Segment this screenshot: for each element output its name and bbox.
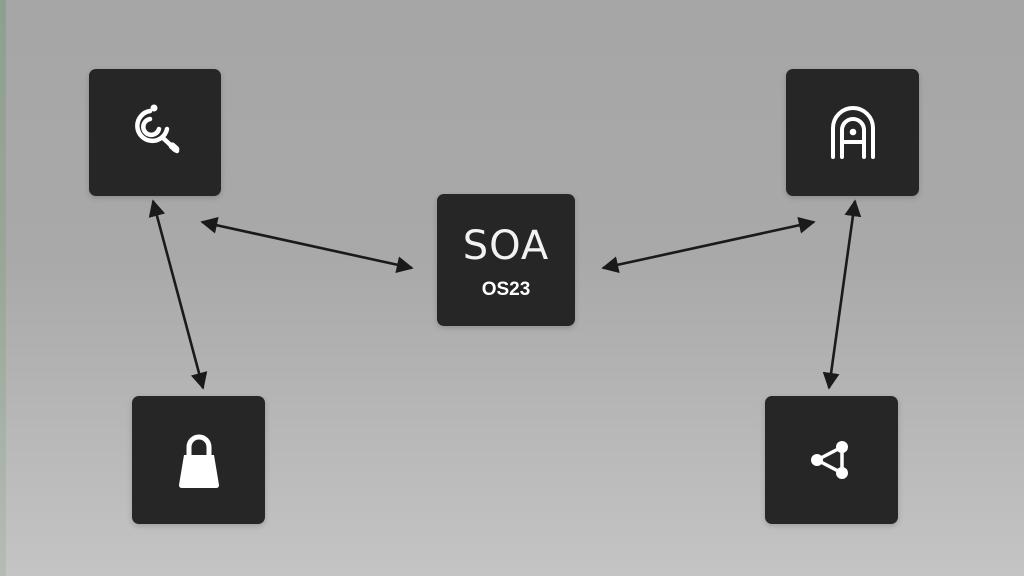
- arrow-search-lock: [148, 199, 208, 390]
- magnifier-search-icon: [135, 104, 180, 153]
- arrow-arch-share: [822, 199, 862, 390]
- lock-node[interactable]: [132, 396, 265, 524]
- arch-node[interactable]: [786, 69, 919, 196]
- arrow-search-center: [200, 217, 414, 273]
- arrow-center-arch: [601, 216, 816, 274]
- center-node[interactable]: SOA OS23: [437, 194, 575, 326]
- share-node[interactable]: [765, 396, 898, 524]
- center-node-title: SOA: [462, 222, 550, 269]
- padlock-icon: [178, 434, 219, 488]
- arch-a-icon: [830, 105, 875, 159]
- left-edge-strip: [0, 0, 6, 576]
- center-node-subtitle: OS23: [481, 278, 531, 300]
- share-network-icon: [810, 441, 848, 479]
- search-node[interactable]: [89, 69, 221, 196]
